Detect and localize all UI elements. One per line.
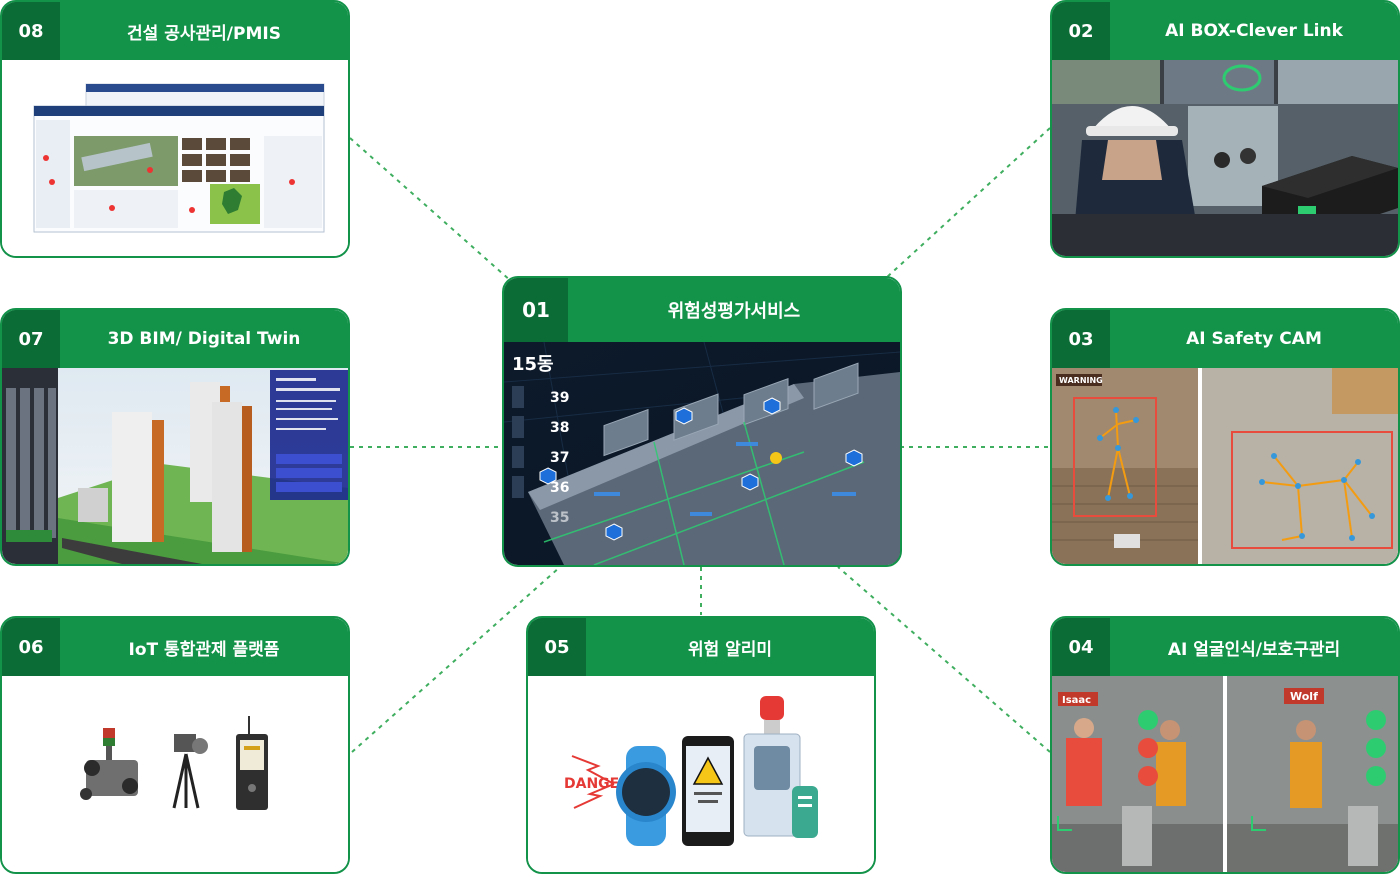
card-number: 06	[2, 618, 60, 676]
card-header: 07 3D BIM/ Digital Twin	[2, 310, 348, 368]
card-05-danger-alert[interactable]: 05 위험 알리미 DANGER	[526, 616, 876, 874]
iot-devices-image	[2, 676, 348, 872]
card-02-ai-box[interactable]: 02 AI BOX-Clever Link	[1050, 0, 1400, 258]
card-number: 02	[1052, 2, 1110, 60]
bim-digital-twin-image	[2, 368, 348, 564]
card-header: 01 위험성평가서비스	[504, 278, 900, 342]
card-title: 위험성평가서비스	[667, 301, 801, 322]
card-01-risk-assessment[interactable]: 01 위험성평가서비스	[502, 276, 902, 567]
warning-label: WARNING	[1059, 376, 1103, 385]
sign-right: Wolf	[1290, 690, 1318, 703]
card-header: 05 위험 알리미	[528, 618, 874, 676]
floor-35-label: 35	[550, 510, 569, 526]
card-header: 03 AI Safety CAM	[1052, 310, 1398, 368]
card-title: 건설 공사관리/PMIS	[127, 23, 281, 44]
card-title: IoT 통합관제 플랫폼	[128, 639, 280, 660]
card-03-ai-safety-cam[interactable]: 03 AI Safety CAM WARNING	[1050, 308, 1400, 566]
card-number: 04	[1052, 618, 1110, 676]
card-number: 01	[504, 278, 568, 342]
card-title: AI BOX-Clever Link	[1165, 21, 1343, 41]
card-header: 06 IoT 통합관제 플랫폼	[2, 618, 348, 676]
card-04-face-recognition[interactable]: 04 AI 얼굴인식/보호구관리 Isaac Wolf	[1050, 616, 1400, 874]
danger-alert-devices-image: DANGER	[528, 676, 874, 872]
connector-08	[349, 137, 513, 283]
floor-38-label: 38	[550, 420, 569, 436]
card-title: AI 얼굴인식/보호구관리	[1167, 639, 1341, 660]
card-title: AI Safety CAM	[1186, 329, 1322, 349]
connector-02	[885, 127, 1051, 279]
card-07-bim[interactable]: 07 3D BIM/ Digital Twin	[0, 308, 350, 566]
floor-36-label: 36	[550, 480, 569, 496]
card-number: 07	[2, 310, 60, 368]
ai-safety-cam-image: WARNING	[1052, 368, 1398, 564]
floor-37-label: 37	[550, 450, 569, 466]
card-number: 03	[1052, 310, 1110, 368]
card-number: 08	[2, 2, 60, 60]
card-number: 05	[528, 618, 586, 676]
sign-left: Isaac	[1062, 695, 1091, 706]
ai-box-image	[1052, 60, 1398, 256]
card-header: 04 AI 얼굴인식/보호구관리	[1052, 618, 1398, 676]
floor-39-label: 39	[550, 390, 569, 406]
card-08-pmis[interactable]: 08 건설 공사관리/PMIS	[0, 0, 350, 258]
face-recognition-ppe-image: Isaac Wolf	[1052, 676, 1398, 872]
pmis-screenshot-image	[2, 60, 348, 256]
risk-assessment-3d-floorplan-image: 15동 39 38 37 36 35	[504, 342, 900, 565]
card-header: 02 AI BOX-Clever Link	[1052, 2, 1398, 60]
building-label: 15동	[512, 354, 554, 375]
card-title: 3D BIM/ Digital Twin	[107, 329, 301, 349]
card-title: 위험 알리미	[687, 639, 773, 660]
connector-04	[837, 566, 1051, 753]
card-06-iot[interactable]: 06 IoT 통합관제 플랫폼	[0, 616, 350, 874]
connector-06	[351, 566, 561, 753]
danger-text: DANGER	[564, 776, 630, 792]
card-header: 08 건설 공사관리/PMIS	[2, 2, 348, 60]
